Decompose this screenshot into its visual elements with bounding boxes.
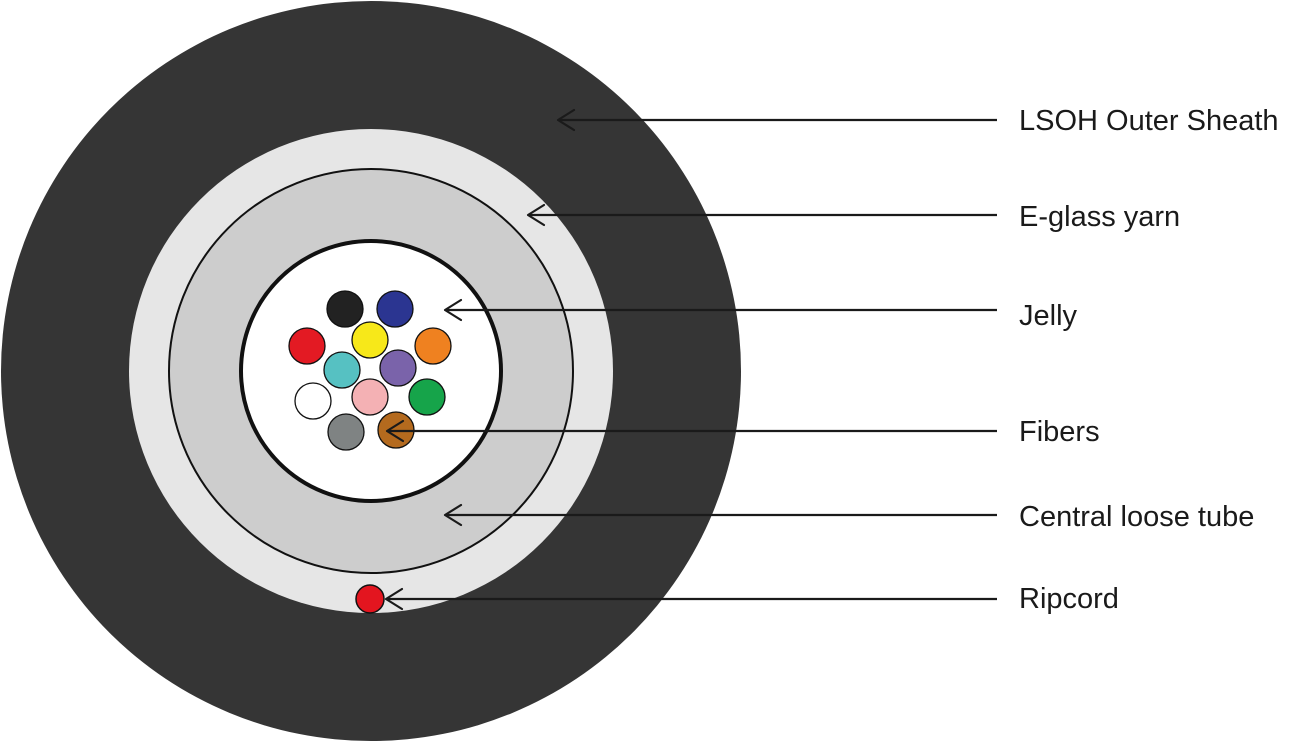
fiber-red bbox=[288, 327, 326, 365]
label-ripcord: Ripcord bbox=[1019, 583, 1119, 615]
label-loose-tube: Central loose tube bbox=[1019, 501, 1254, 533]
fiber-white bbox=[294, 382, 332, 420]
label-eglass-yarn: E-glass yarn bbox=[1019, 201, 1180, 233]
leader-fibers bbox=[385, 419, 997, 443]
fiber-black bbox=[326, 290, 364, 328]
fiber-violet bbox=[379, 349, 417, 387]
fiber-slate bbox=[327, 413, 365, 451]
fiber-rose bbox=[351, 378, 389, 416]
fiber-bundle bbox=[288, 290, 452, 451]
label-jelly: Jelly bbox=[1019, 300, 1078, 332]
fiber-orange bbox=[414, 327, 452, 365]
fiber-yellow bbox=[351, 321, 389, 359]
label-outer-sheath: LSOH Outer Sheath bbox=[1019, 105, 1279, 137]
leader-outer-sheath bbox=[556, 108, 997, 132]
leader-eglass-yarn bbox=[526, 203, 997, 227]
leader-jelly bbox=[443, 298, 997, 322]
label-fibers: Fibers bbox=[1019, 416, 1100, 448]
ripcord-dot bbox=[355, 584, 385, 614]
fiber-green bbox=[408, 378, 446, 416]
fiber-blue bbox=[376, 290, 414, 328]
fiber-aqua bbox=[323, 351, 361, 389]
jelly-layer bbox=[239, 239, 503, 503]
leader-loose-tube bbox=[443, 503, 997, 527]
leader-ripcord bbox=[384, 587, 997, 611]
